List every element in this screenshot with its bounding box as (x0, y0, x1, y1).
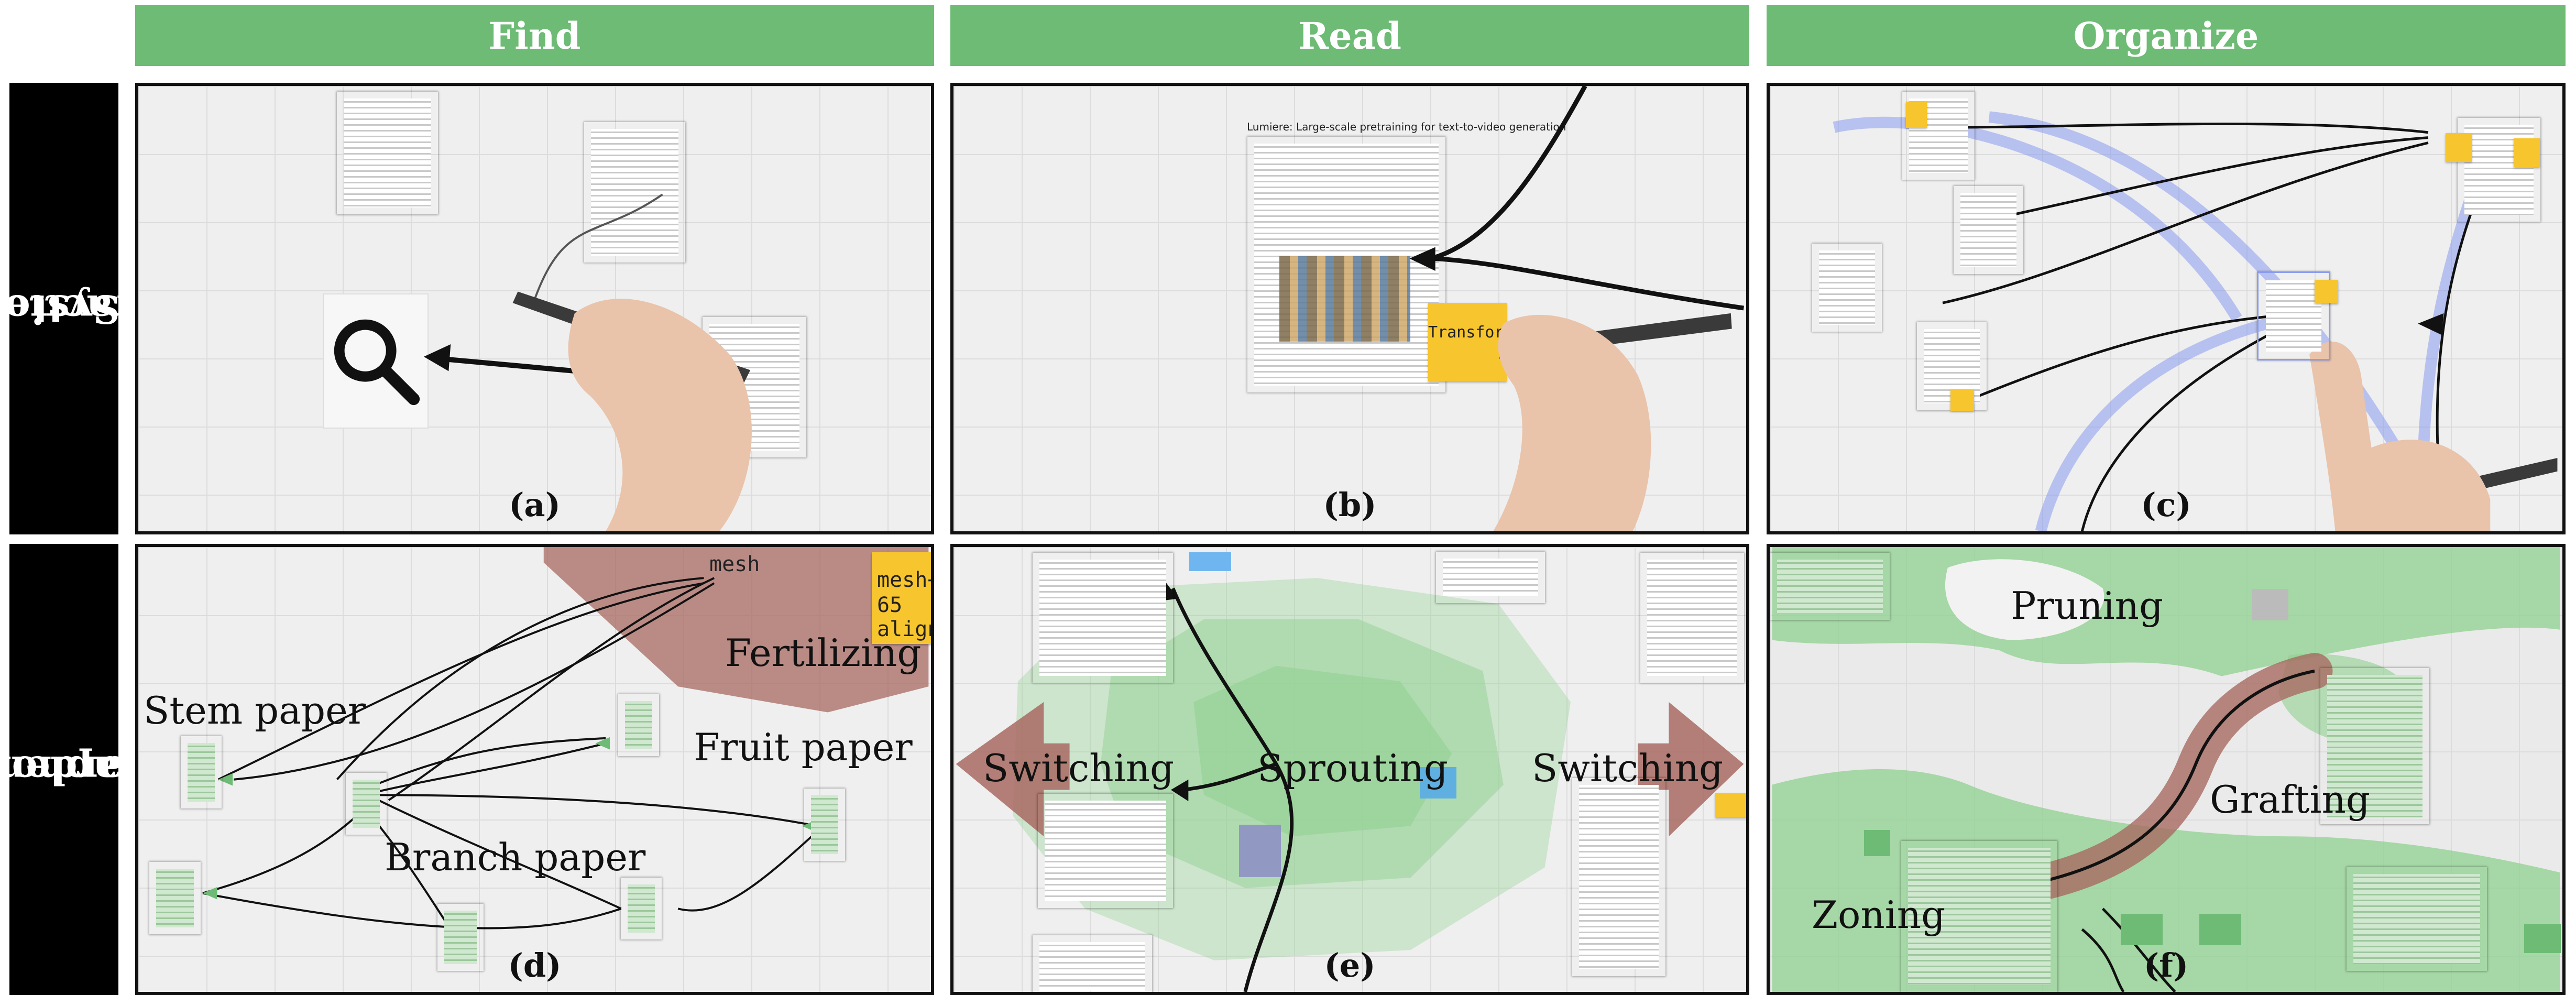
paper-thumbnail (336, 91, 439, 215)
green-tag (2199, 914, 2241, 945)
paper-thumbnail (584, 122, 686, 263)
paper-page (1572, 778, 1666, 977)
panel-d: mesh mesh+ 65 align Fertilizing Stem pap… (135, 544, 934, 995)
row-header-gardening-metaphors: Gardeningmetaphors (0, 544, 202, 995)
paper-page (1435, 551, 1545, 604)
panel-label: (f) (2143, 946, 2189, 985)
search-box[interactable] (323, 293, 429, 429)
sticky-note (872, 552, 931, 644)
paper-node (620, 877, 662, 940)
grey-tag (2252, 589, 2288, 620)
sticky-note[interactable] (1428, 303, 1507, 381)
paper-figure (1279, 256, 1410, 342)
sticky-note (2315, 280, 2338, 303)
panel-c-drawing (1833, 111, 2558, 531)
label-sprouting: Sprouting (1257, 746, 1448, 790)
label-pruning: Pruning (2011, 584, 2164, 628)
paper-thumbnail-selected[interactable] (2257, 271, 2330, 360)
paper-node (618, 694, 660, 757)
paper-node (180, 736, 222, 809)
column-header-organize: Organize (1767, 5, 2566, 66)
paper-node (149, 861, 201, 935)
sticky-note (1906, 102, 1927, 128)
panel-b: Lumiere: Large-scale pretraining for tex… (950, 83, 1749, 534)
search-icon (334, 319, 420, 406)
sticky-note-text: 65 align (877, 593, 934, 641)
panel-label: (c) (2141, 486, 2191, 524)
panel-label: (e) (1324, 946, 1376, 985)
paper-thumbnail (1901, 840, 2058, 992)
panel-label: (b) (1323, 486, 1377, 524)
panel-e: Switching Sprouting Switching (e) (950, 544, 1749, 995)
row-header-system-interactions: Systeminteractions (0, 83, 217, 534)
paper-thumbnail (1812, 243, 1882, 332)
green-tag (2524, 924, 2561, 953)
panel-label: (a) (509, 486, 561, 524)
label-switching-left: Switching (983, 746, 1175, 790)
paper-thumbnail (2320, 668, 2430, 825)
sticky-note (2514, 138, 2540, 167)
blue-marker (1189, 552, 1231, 571)
panel-d-drawing (202, 547, 929, 936)
panel-c: (c) (1767, 83, 2566, 534)
paper-thumbnail (2346, 867, 2487, 971)
label-fertilizing: Fertilizing (725, 631, 922, 675)
label-stem-paper: Stem paper (144, 688, 366, 732)
sticky-note (2446, 133, 2472, 162)
paper-node (345, 772, 387, 835)
paper-page (1032, 552, 1174, 683)
label-zoning: Zoning (1812, 893, 1946, 937)
paper-page (1032, 935, 1153, 992)
label-branch-paper: Branch paper (385, 835, 646, 879)
sticky-note-text: mesh (709, 552, 760, 576)
paper-node (437, 903, 484, 971)
sticky-note-text: mesh+ (877, 568, 934, 592)
green-tag (1864, 830, 1890, 856)
paper-thumbnail (1953, 185, 2024, 275)
label-switching-right: Switching (1532, 746, 1724, 790)
paper-thumbnail (1770, 552, 1890, 620)
panel-a: (a) (135, 83, 934, 534)
paper-page (1640, 552, 1745, 683)
paper-page (1037, 793, 1174, 909)
green-tag (2121, 914, 2163, 945)
panel-f: Pruning Grafting Zoning (f) (1767, 544, 2566, 995)
purple-marker (1239, 825, 1281, 877)
column-header-read: Read (950, 5, 1749, 66)
blue-sticky (1420, 767, 1456, 799)
label-fruit-paper: Fruit paper (694, 725, 913, 769)
panel-a-drawing (423, 193, 752, 531)
label-grafting: Grafting (2210, 778, 2370, 822)
paper-node (804, 788, 846, 861)
panel-label: (d) (508, 946, 562, 985)
sticky-note (1950, 390, 1974, 411)
sticky-note (1715, 793, 1746, 817)
paper-title: Lumiere: Large-scale pretraining for tex… (1247, 121, 1566, 133)
panel-b-drawing (1409, 86, 1745, 531)
column-header-find: Find (135, 5, 934, 66)
